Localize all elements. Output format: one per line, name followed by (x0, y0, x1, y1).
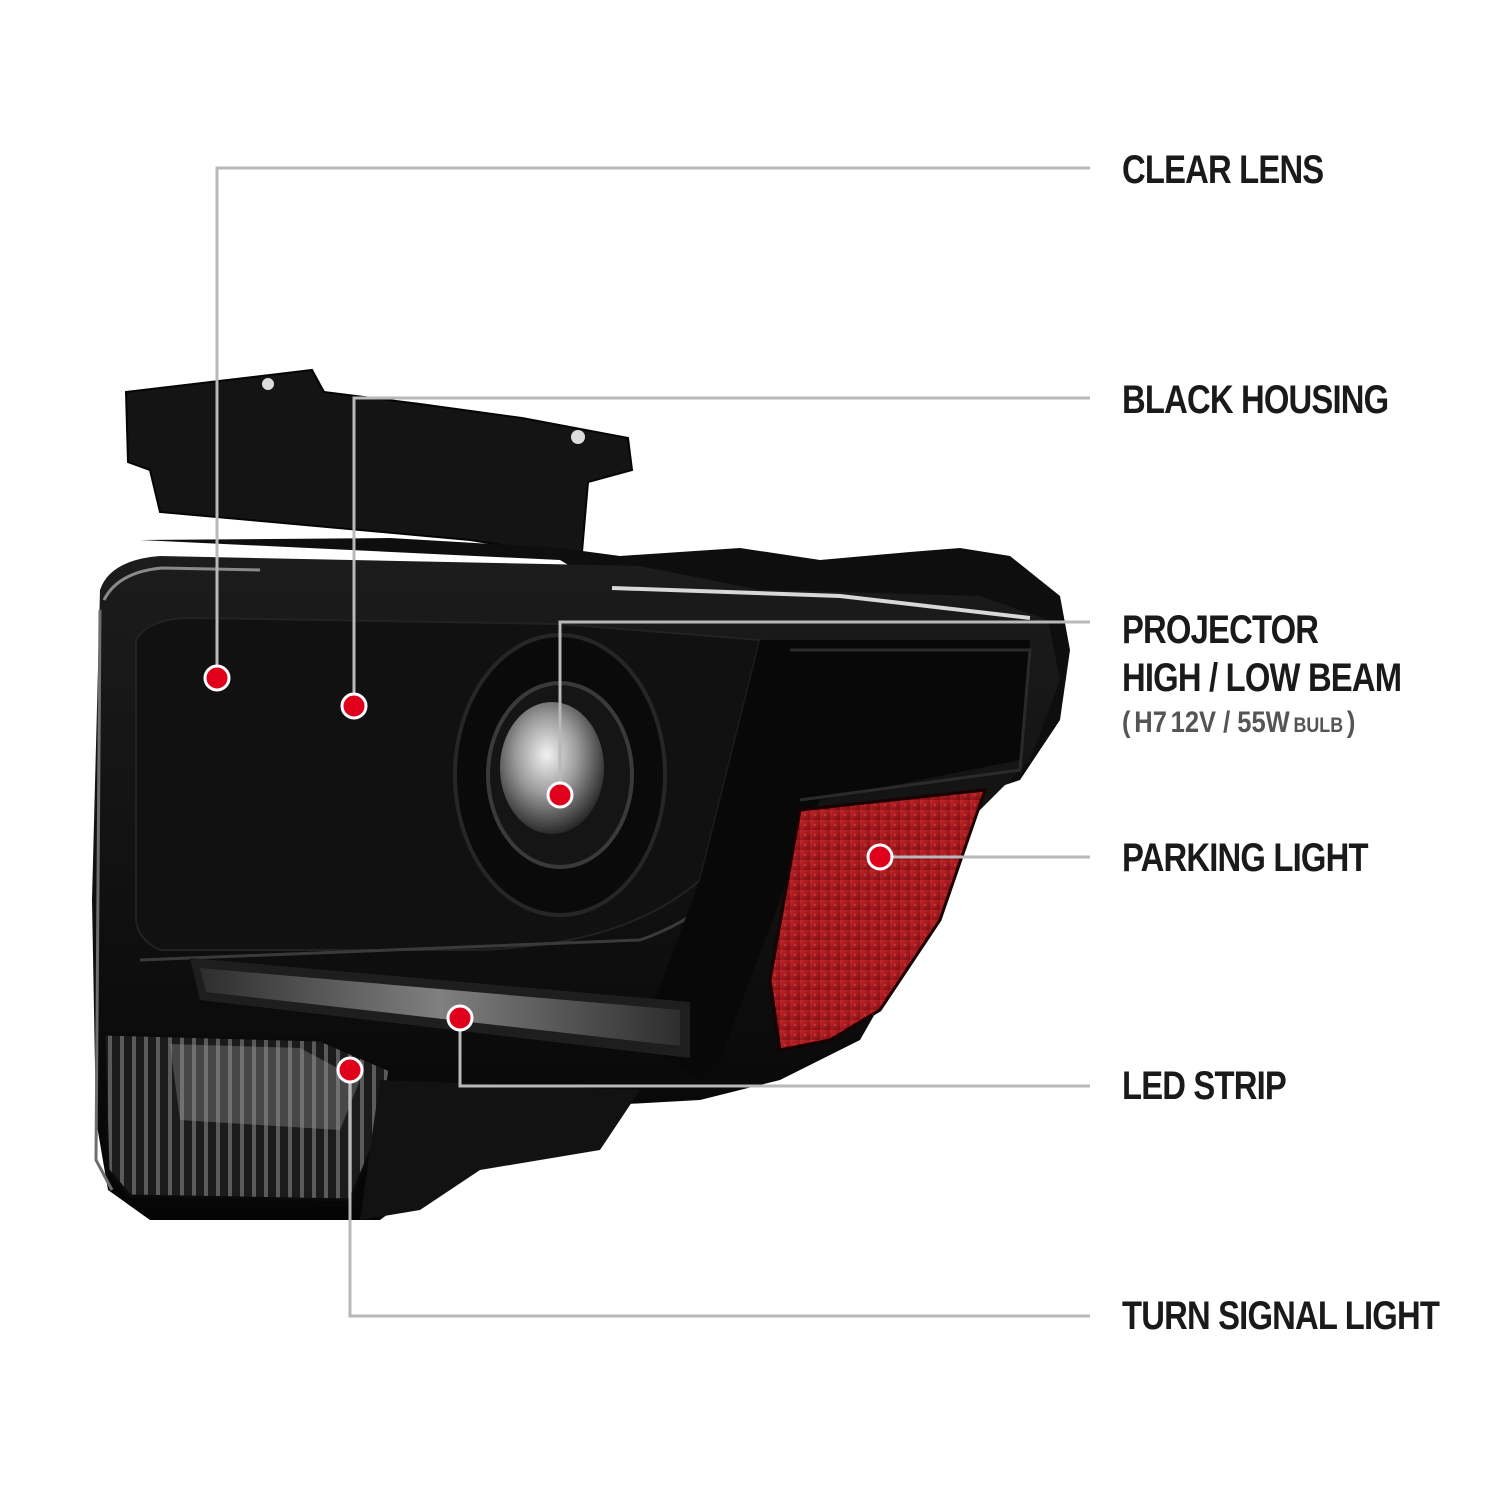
marker-black-housing (340, 692, 368, 720)
lens-edge (94, 609, 114, 1191)
label-bulb-spec: ( H7 12V / 55W BULB ) (1122, 706, 1355, 740)
marker-led-strip (446, 1004, 474, 1032)
marker-turn-signal (336, 1056, 364, 1084)
corner-trim-edge (790, 648, 1032, 802)
lower-housing (360, 1080, 640, 1220)
label-clear-lens: CLEAR LENS (1122, 148, 1324, 192)
projector-lens (500, 702, 604, 834)
markers (203, 664, 894, 1084)
leader-line-turn-signal (348, 1070, 1090, 1318)
corner-trim (640, 640, 1030, 1080)
label-turn-signal-light: TURN SIGNAL LIGHT (1122, 1294, 1440, 1338)
leader-line-led-strip (458, 1018, 1090, 1088)
lens-edge (611, 586, 1031, 620)
label-parking-light: PARKING LIGHT (1122, 836, 1368, 880)
label-high-low-beam: HIGH / LOW BEAM (1122, 656, 1402, 700)
lens-edge (102, 566, 261, 601)
turn-signal-reflector (170, 1044, 360, 1130)
spec-unit: BULB (1293, 714, 1344, 737)
spec-voltage-watts: 12V / 55W (1170, 706, 1290, 739)
label-led-strip: LED STRIP (1122, 1064, 1287, 1108)
label-projector: PROJECTOR (1122, 608, 1319, 652)
led-strip-chrome (200, 968, 680, 1046)
marker-clear-lens (203, 664, 231, 692)
leader-line-black-housing (352, 396, 1090, 706)
parking-light-reflector (768, 788, 988, 1052)
leader-lines (215, 166, 1090, 1318)
spec-close-paren: ) (1346, 706, 1356, 739)
marker-projector (546, 781, 574, 809)
spec-open-paren: ( (1122, 706, 1131, 739)
leader-line-projector (558, 620, 1090, 795)
bracket-hole (571, 430, 585, 444)
label-black-housing: BLACK HOUSING (1122, 378, 1389, 422)
marker-parking-light (866, 843, 894, 871)
bracket-hole (262, 378, 274, 390)
turn-signal-lens (102, 1032, 392, 1202)
spec-bulb-type: H7 (1134, 706, 1167, 739)
leader-line-clear-lens (215, 166, 1090, 678)
